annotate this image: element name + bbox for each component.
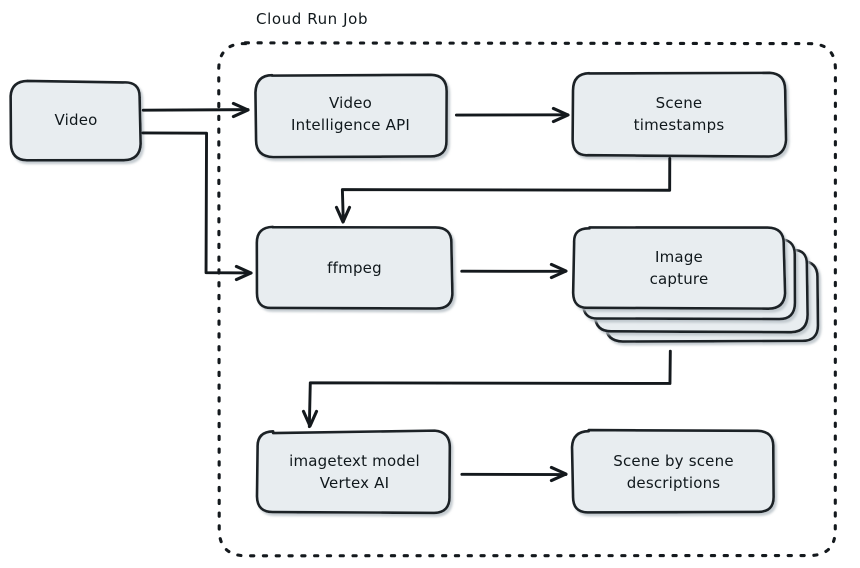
image-capture-node[interactable] bbox=[571, 226, 820, 343]
imagetext-model-node-shape bbox=[255, 429, 452, 515]
connector-video-to-video-intelligence-api-line bbox=[141, 108, 250, 112]
imagetext-model-node[interactable] bbox=[255, 429, 452, 515]
group-container-layer bbox=[217, 41, 837, 558]
connector-ffmpeg-to-image-capture-arrowhead-icon bbox=[549, 262, 568, 280]
connector-video-intelligence-api-to-scene-timestamps-arrowhead-icon bbox=[551, 106, 570, 124]
group-title: Cloud Run Job bbox=[256, 10, 369, 28]
connector-layer bbox=[141, 101, 672, 483]
cloud-run-job-group-border bbox=[217, 41, 837, 558]
video-intelligence-api-node[interactable] bbox=[254, 73, 448, 159]
connector-imagetext-model-to-scene-descriptions-arrowhead-icon bbox=[549, 465, 568, 483]
scene-timestamps-node[interactable] bbox=[571, 71, 788, 158]
connector-video-to-ffmpeg-line bbox=[141, 131, 253, 275]
scene-descriptions-node[interactable] bbox=[570, 428, 775, 514]
ffmpeg-node[interactable] bbox=[255, 225, 454, 310]
video-node-shape bbox=[9, 79, 142, 162]
connector-image-capture-to-imagetext-model-line bbox=[307, 349, 672, 429]
image-capture-node-shape bbox=[571, 226, 787, 310]
connector-video-to-ffmpeg-arrowhead-icon bbox=[234, 264, 253, 282]
video-node[interactable] bbox=[9, 79, 142, 162]
scene-timestamps-node-shape bbox=[571, 71, 788, 158]
connector-image-capture-to-imagetext-model bbox=[301, 349, 672, 429]
connector-scene-timestamps-to-ffmpeg bbox=[334, 157, 672, 224]
connector-scene-timestamps-to-ffmpeg-line bbox=[340, 157, 672, 224]
node-layer bbox=[9, 71, 820, 515]
connector-ffmpeg-to-image-capture bbox=[460, 262, 568, 280]
scene-descriptions-node-shape bbox=[570, 428, 775, 514]
connector-video-intelligence-api-to-scene-timestamps bbox=[454, 106, 570, 124]
connector-video-to-ffmpeg bbox=[141, 131, 253, 282]
connector-scene-timestamps-to-ffmpeg-arrowhead-icon bbox=[334, 205, 352, 224]
video-intelligence-api-node-shape bbox=[254, 73, 448, 159]
connector-image-capture-to-imagetext-model-arrowhead-icon bbox=[301, 409, 319, 428]
connector-video-to-video-intelligence-api-arrowhead-icon bbox=[231, 101, 250, 119]
ffmpeg-node-shape bbox=[255, 225, 454, 310]
connector-imagetext-model-to-scene-descriptions bbox=[460, 465, 568, 483]
connector-video-to-video-intelligence-api bbox=[141, 101, 250, 119]
